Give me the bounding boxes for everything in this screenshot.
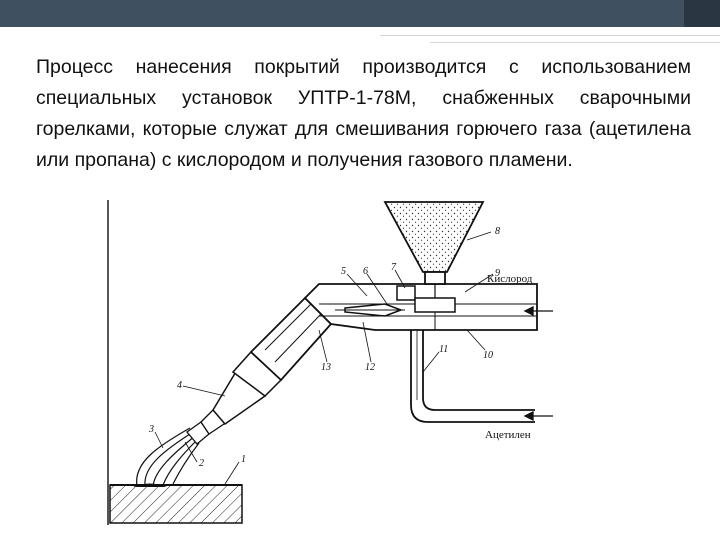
flame-part (136, 427, 200, 487)
slide-header-bar (0, 0, 720, 27)
leader-lines (154, 231, 494, 485)
label-13: 13 (321, 362, 331, 373)
header-decor-line (430, 42, 720, 43)
label-11: 11 (439, 344, 448, 355)
label-8: 8 (495, 226, 500, 237)
label-3: 3 (148, 424, 154, 435)
powder-hopper-part (383, 201, 485, 300)
label-2: 2 (199, 458, 204, 469)
label-5: 5 (341, 266, 346, 277)
slide-paragraph: Процесс нанесения покрытий производится … (36, 56, 691, 171)
acetylene-arrow (523, 410, 553, 422)
label-9: 9 (495, 268, 500, 279)
torch-diagram: 1 2 3 4 5 6 7 8 9 10 11 12 13 Кислород А… (105, 200, 555, 530)
slide-header-accent (684, 0, 720, 27)
label-12: 12 (365, 362, 375, 373)
oxygen-arrow (523, 305, 553, 317)
label-4: 4 (177, 380, 182, 391)
acetylene-pipe-part (410, 330, 535, 423)
acetylene-label: Ацетилен (485, 429, 531, 441)
header-decor-line (380, 35, 720, 36)
label-7: 7 (391, 262, 397, 273)
substrate-part (109, 483, 243, 524)
label-6: 6 (363, 266, 368, 277)
oxygen-label: Кислород (487, 273, 533, 285)
torch-tube-part (249, 296, 333, 382)
valve-block-part (335, 285, 456, 317)
label-1: 1 (241, 454, 246, 465)
label-10: 10 (483, 350, 493, 361)
